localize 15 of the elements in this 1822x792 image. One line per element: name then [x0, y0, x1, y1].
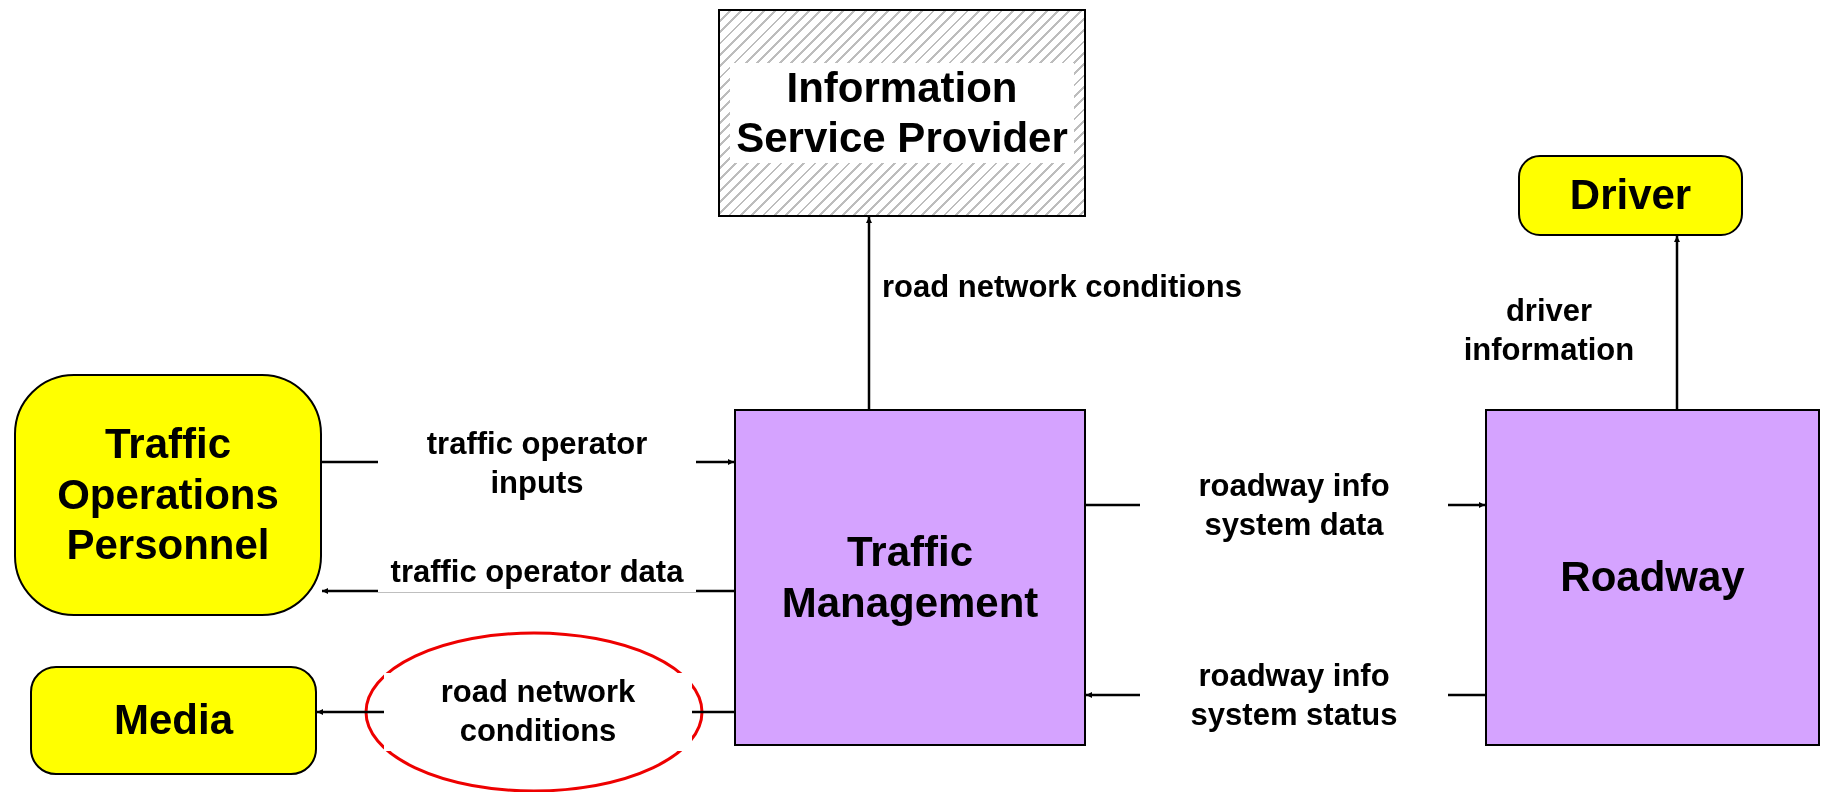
process-box	[734, 409, 1086, 746]
terminator-box	[14, 374, 322, 616]
node-label: Information Service Provider	[730, 62, 1074, 164]
node-label: Driver	[1569, 170, 1692, 221]
terminator-box	[30, 666, 317, 775]
node-label: Roadway	[1560, 552, 1745, 603]
arrow	[866, 217, 872, 409]
hatched-box	[718, 9, 1086, 217]
edge-label: road network conditions	[384, 673, 692, 751]
node-label: Media	[114, 695, 233, 746]
arrow	[1674, 236, 1680, 409]
node-label: Traffic Operations Personnel	[56, 419, 280, 571]
terminator-box	[1518, 155, 1743, 236]
process-box	[1485, 409, 1820, 746]
node-label: Traffic Management	[780, 527, 1040, 628]
